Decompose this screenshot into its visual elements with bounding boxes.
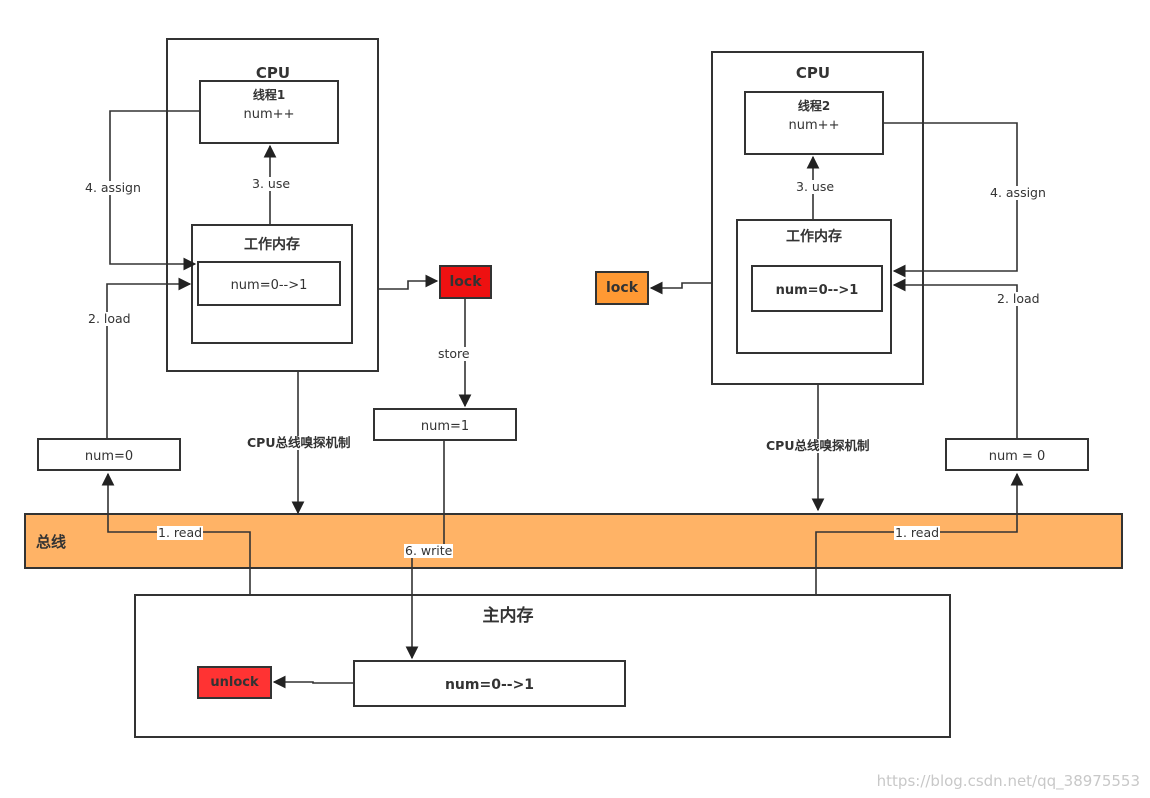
bus-bar: 总线 — [24, 513, 1123, 569]
work-mem-left-title: 工作内存 — [244, 237, 300, 253]
work-mem-left-value-box: num=0-->1 — [197, 261, 341, 306]
bus-label: 总线 — [36, 533, 67, 551]
thread1-box: 线程1 num++ — [199, 80, 339, 144]
lock-arrow-left — [379, 274, 439, 290]
lock-tag-left: lock — [439, 265, 492, 299]
store-box-value: num=1 — [420, 419, 470, 434]
use-label-left: 3. use — [251, 176, 292, 191]
thread2-title: 线程2 — [797, 99, 831, 113]
store-box: num=1 — [373, 408, 517, 441]
load-box-left: num=0 — [37, 438, 181, 471]
store-label: store — [437, 346, 471, 361]
lock-tag-right: lock — [595, 271, 649, 305]
assign-label-right: 4. assign — [989, 185, 1047, 200]
thread1-code: num++ — [243, 107, 295, 122]
cpu-right-title: CPU — [795, 64, 831, 82]
load-box-left-value: num=0 — [84, 449, 134, 464]
unlock-tag: unlock — [197, 666, 272, 699]
assign-label-left: 4. assign — [84, 180, 142, 195]
sniff-label-right: CPU总线嗅探机制 — [765, 438, 871, 453]
read-label-right: 1. read — [894, 525, 941, 540]
sniff-label-left: CPU总线嗅探机制 — [246, 435, 352, 450]
work-mem-left-value: num=0-->1 — [230, 278, 308, 293]
main-memory-value: num=0-->1 — [444, 677, 535, 693]
lock-arrow-right — [649, 281, 711, 295]
work-mem-right-value: num=0-->1 — [775, 283, 859, 298]
use-label-right: 3. use — [795, 179, 836, 194]
load-box-right: num = 0 — [945, 438, 1089, 471]
thread2-code: num++ — [788, 118, 840, 133]
unlock-label: unlock — [210, 675, 259, 690]
watermark: https://blog.csdn.net/qq_38975553 — [876, 772, 1140, 790]
write-label: 6. write — [404, 543, 454, 558]
load-label-left: 2. load — [87, 311, 132, 326]
lock-right-label: lock — [605, 280, 639, 296]
lock-left-label: lock — [449, 274, 482, 290]
thread1-title: 线程1 — [252, 88, 286, 102]
load-label-right: 2. load — [996, 291, 1041, 306]
main-memory-value-box: num=0-->1 — [353, 660, 626, 707]
read-label-left: 1. read — [157, 525, 204, 540]
work-mem-right-value-box: num=0-->1 — [751, 265, 883, 312]
thread2-box: 线程2 num++ — [744, 91, 884, 155]
main-memory-title: 主内存 — [482, 606, 534, 626]
work-mem-right-title: 工作内存 — [786, 229, 842, 245]
load-box-right-value: num = 0 — [988, 449, 1046, 464]
cpu-left-title: CPU — [255, 64, 291, 82]
